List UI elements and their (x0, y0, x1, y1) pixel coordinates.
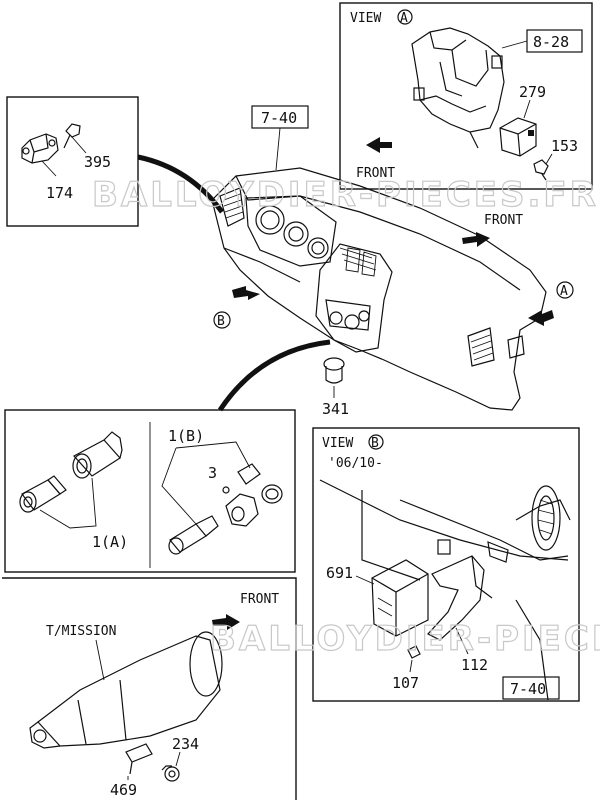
front-arrow-view-a (366, 137, 392, 153)
label-1a: 1(A) (92, 533, 128, 551)
transmission-housing (29, 631, 223, 749)
inset-view-b-frame (312, 427, 580, 702)
leader-curve-mid (217, 339, 331, 412)
inset-view-a-frame (339, 2, 593, 190)
sensor-174-part (21, 133, 59, 164)
bracket-112-part (427, 539, 509, 641)
front-bottom-label: FRONT (240, 592, 279, 607)
watermark-top: BALLOYDIER-PIECES.FR (92, 175, 599, 215)
inset-top-left: 395 174 (6, 96, 139, 227)
inset-view-b: VIEW B '06/10- 691 (312, 427, 580, 702)
bolt-395-part (63, 123, 87, 154)
view-b-ref-box (502, 676, 560, 700)
view-a-direction-arrow (528, 310, 554, 326)
view-a-mark: A (400, 11, 408, 26)
right-vent (467, 327, 495, 367)
label-8-28: 8-28 (533, 33, 569, 51)
screw-153-part (533, 159, 549, 181)
dashboard-assembly: 7-40 (211, 105, 574, 418)
bracket-assembly (411, 27, 505, 149)
round-vent (531, 485, 561, 551)
lighter-1a-parts (19, 431, 123, 513)
circle-b-mark: B (217, 314, 225, 329)
plug-234-part (161, 765, 180, 782)
inset-transmission-frame (2, 577, 297, 800)
label-112: 112 (461, 656, 488, 674)
view-b-date: '06/10- (328, 456, 383, 471)
label-469: 469 (110, 781, 137, 799)
view-b-mark: B (371, 436, 379, 451)
inset-lighter: 1(A) 1(B) 3 (4, 409, 296, 573)
label-153: 153 (551, 137, 578, 155)
front-mid-label: FRONT (484, 213, 523, 228)
label-279: 279 (519, 83, 546, 101)
sensor-469-part (125, 743, 153, 775)
label-691: 691 (326, 564, 353, 582)
left-vent (219, 187, 245, 227)
circle-a-mark: A (560, 284, 568, 299)
watermark-bottom: BALLOYDIER-PIECES.FR (210, 619, 600, 659)
inset-transmission: FRONT T/MISSION 469 234 (2, 577, 297, 800)
label-3: 3 (208, 464, 217, 482)
inset-lighter-frame (4, 409, 296, 573)
label-174: 174 (46, 184, 73, 202)
relay-279-part (499, 117, 537, 157)
view-a-front-label: FRONT (356, 166, 395, 181)
label-107: 107 (392, 674, 419, 692)
module-691-part (371, 559, 429, 637)
gauge-cluster (245, 195, 337, 267)
label-1b: 1(B) (168, 427, 204, 445)
view-b-direction-arrow (232, 286, 260, 300)
inset-top-left-frame (6, 96, 139, 227)
view-b-title: VIEW (322, 436, 353, 451)
front-arrow-bottom (212, 614, 240, 630)
inset-view-a: VIEW A 8-28 279 153 (339, 2, 593, 190)
label-395: 395 (84, 153, 111, 171)
label-7-40-top: 7-40 (261, 109, 297, 127)
label-341: 341 (322, 400, 349, 418)
clip-341-part (323, 357, 345, 384)
label-7-40-bottom: 7-40 (510, 680, 546, 698)
view-a-title: VIEW (350, 11, 381, 26)
lighter-1b-parts (168, 463, 283, 555)
leader-curve-top (137, 154, 225, 214)
tmission-label: T/MISSION (46, 624, 116, 639)
front-arrow-mid (462, 232, 490, 247)
clip-107-part (407, 645, 421, 659)
label-234: 234 (172, 735, 199, 753)
dashboard-outline (211, 167, 547, 411)
